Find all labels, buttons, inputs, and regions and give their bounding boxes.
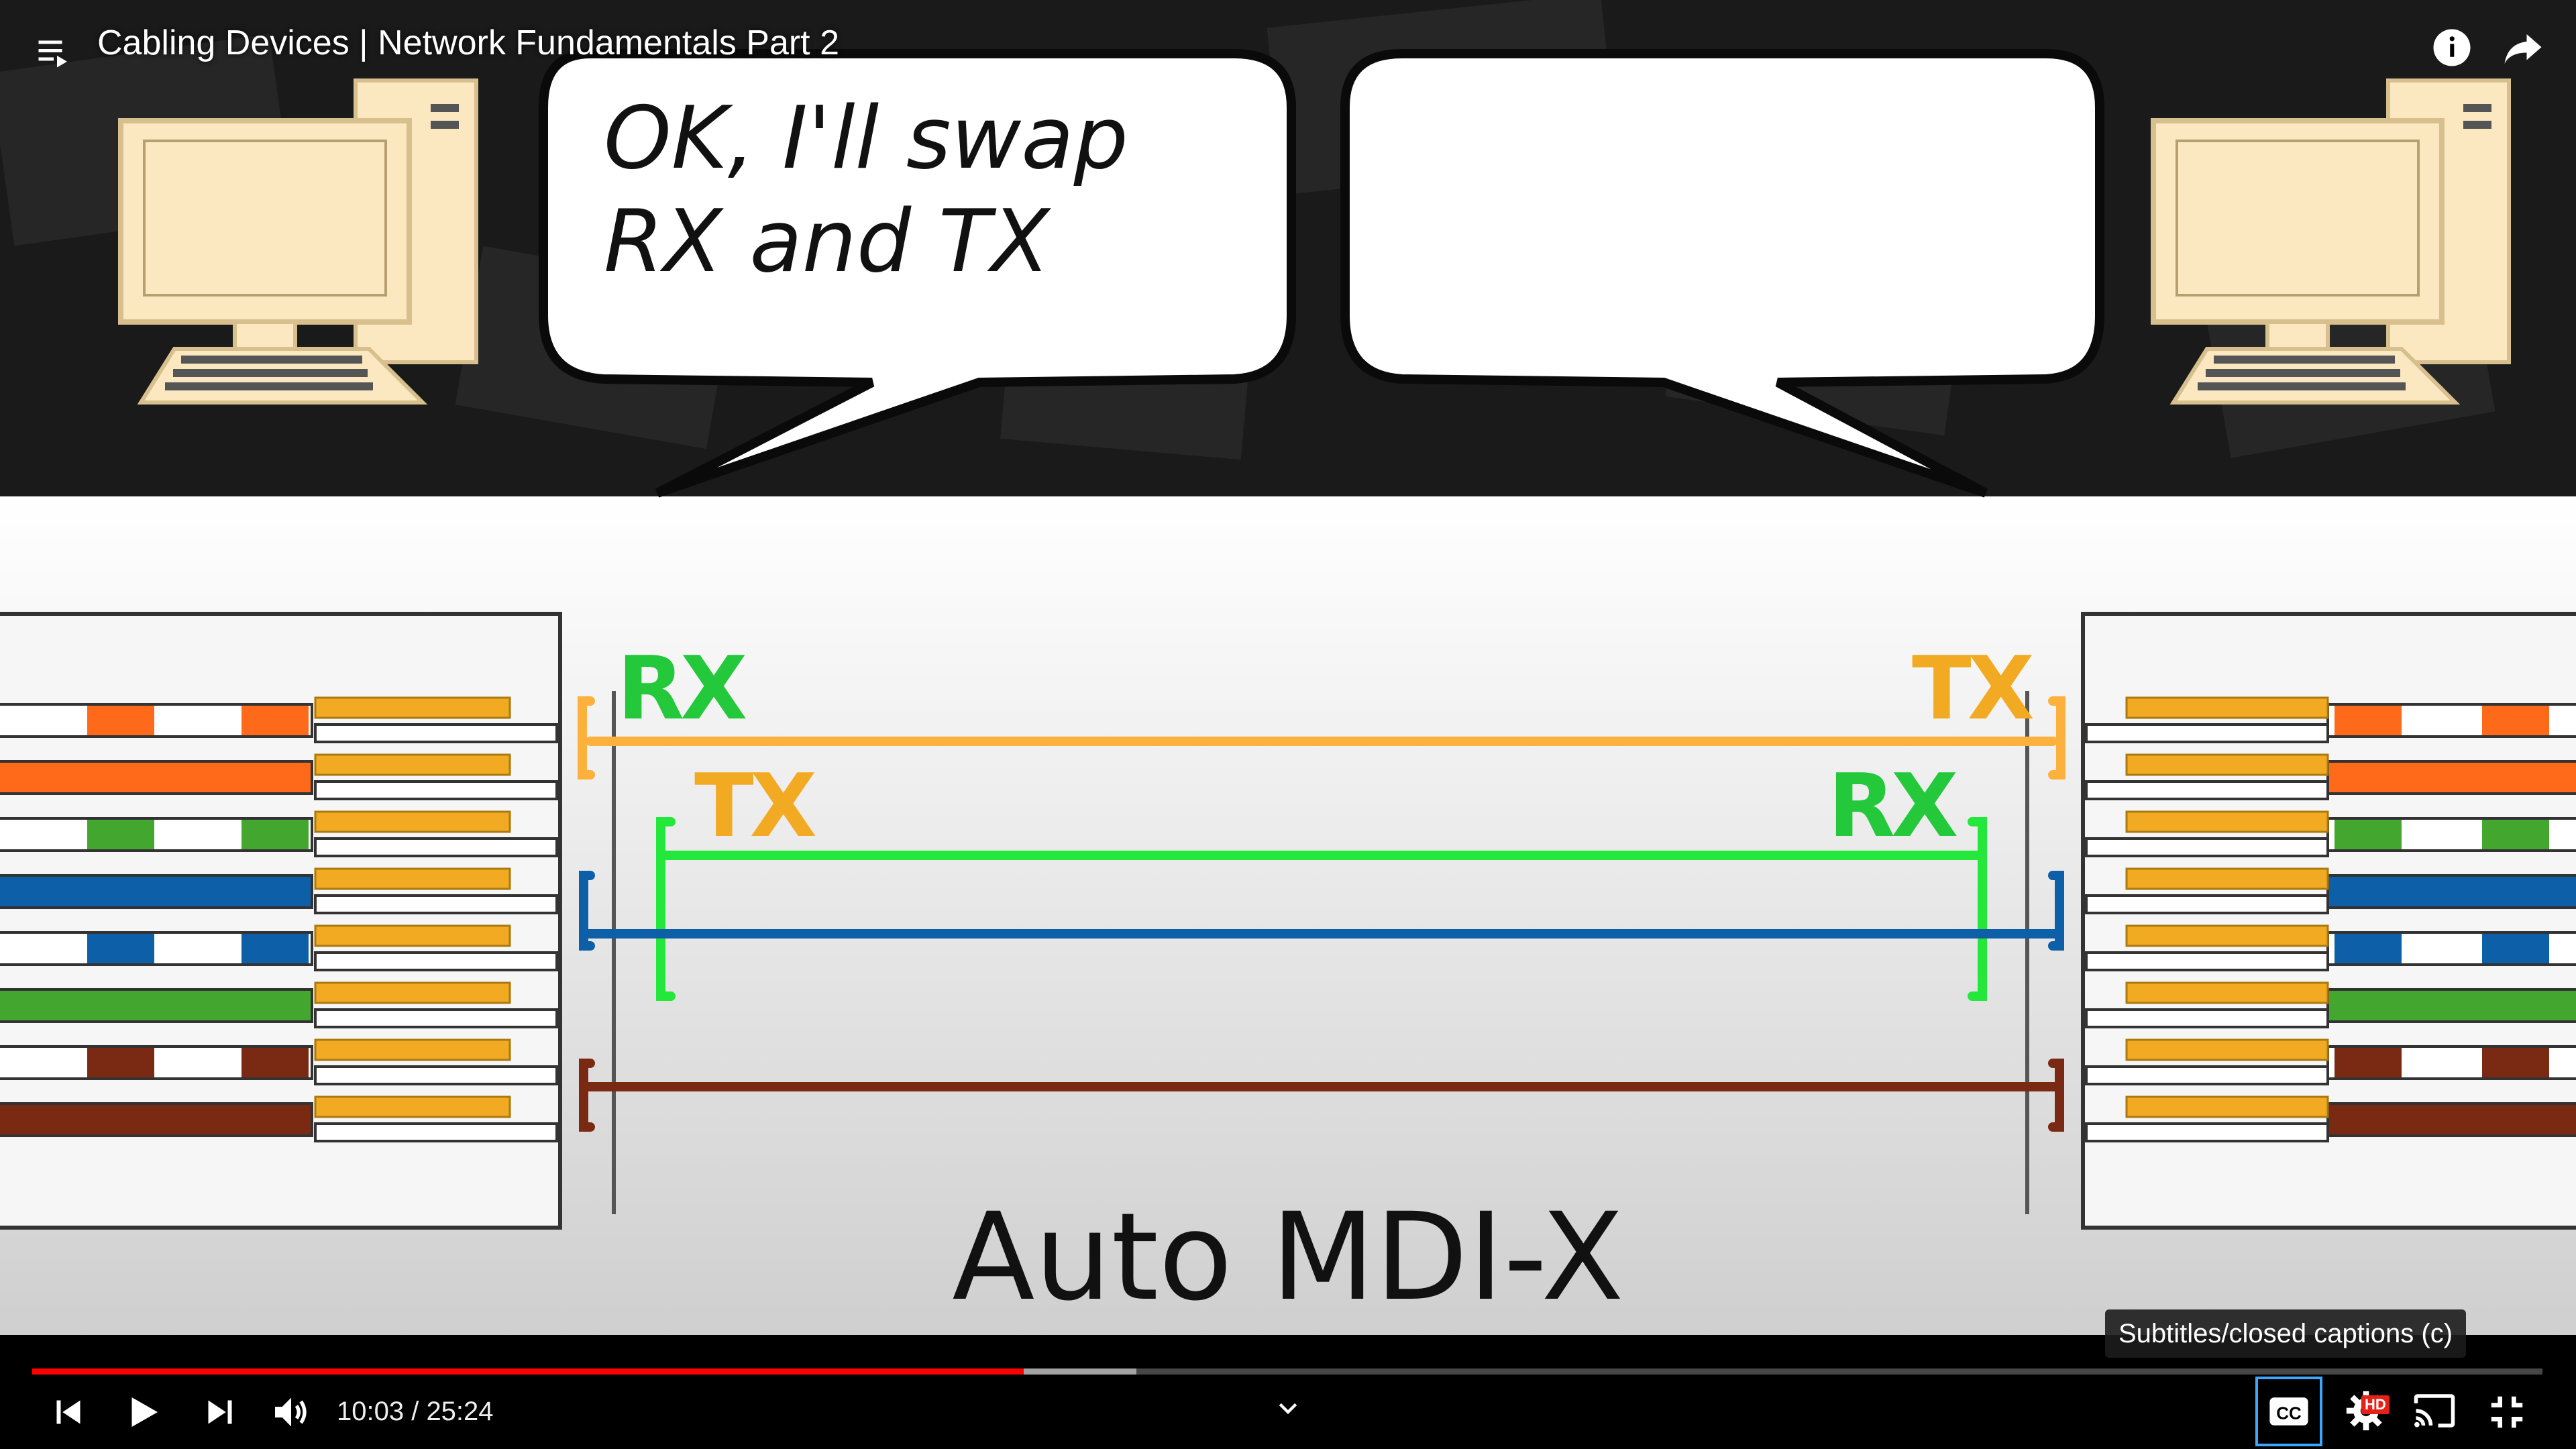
play-icon[interactable] — [121, 1390, 165, 1434]
left-rx-label: RX — [617, 637, 747, 739]
hd-badge: HD — [2361, 1395, 2390, 1414]
right-computer-illustration — [2151, 78, 2511, 405]
playlist-icon[interactable] — [34, 32, 74, 72]
speech-left-text: OK, I'll swap RX and TX — [604, 89, 1128, 292]
svg-text:CC: CC — [2276, 1403, 2302, 1424]
share-icon[interactable] — [2500, 27, 2546, 71]
cast-icon[interactable] — [2411, 1389, 2458, 1433]
diagram-title: Auto MDI-X — [952, 1187, 1624, 1328]
right-rx-label: RX — [1828, 755, 1958, 857]
info-icon[interactable] — [2430, 25, 2474, 70]
left-computer-illustration — [118, 78, 478, 405]
time-display: 10:03 / 25:24 — [337, 1397, 494, 1426]
speech-bubble-left — [539, 49, 1296, 498]
right-blue-bracket — [2048, 871, 2064, 951]
captions-icon: CC — [2269, 1397, 2308, 1426]
captions-button[interactable]: CC — [2255, 1377, 2322, 1446]
right-tx-label: TX — [1912, 637, 2035, 739]
right-green-bracket — [1968, 817, 1987, 1001]
right-orange-bracket — [2048, 696, 2065, 780]
speech-bubbles — [539, 49, 2104, 498]
left-wires — [0, 696, 558, 1142]
previous-icon[interactable] — [48, 1392, 89, 1432]
volume-icon[interactable] — [270, 1391, 313, 1434]
left-green-bracket — [656, 817, 676, 1001]
right-wires — [2085, 696, 2576, 1142]
left-orange-bracket — [578, 696, 595, 780]
left-brown-bracket — [579, 1059, 595, 1132]
left-tx-label: TX — [694, 755, 817, 857]
chevron-down-icon[interactable] — [1275, 1395, 1301, 1422]
progress-played — [32, 1368, 1024, 1375]
speech-bubble-right — [1340, 49, 2104, 498]
captions-tooltip: Subtitles/closed captions (c) — [2105, 1309, 2467, 1358]
next-icon[interactable] — [200, 1392, 240, 1432]
right-brown-bracket — [2048, 1059, 2064, 1132]
cable-diagram — [0, 612, 2576, 1230]
progress-bar[interactable] — [32, 1368, 2542, 1375]
exit-fullscreen-icon[interactable] — [2486, 1391, 2528, 1433]
left-blue-bracket — [579, 871, 595, 951]
video-title[interactable]: Cabling Devices | Network Fundamentals P… — [97, 23, 839, 62]
